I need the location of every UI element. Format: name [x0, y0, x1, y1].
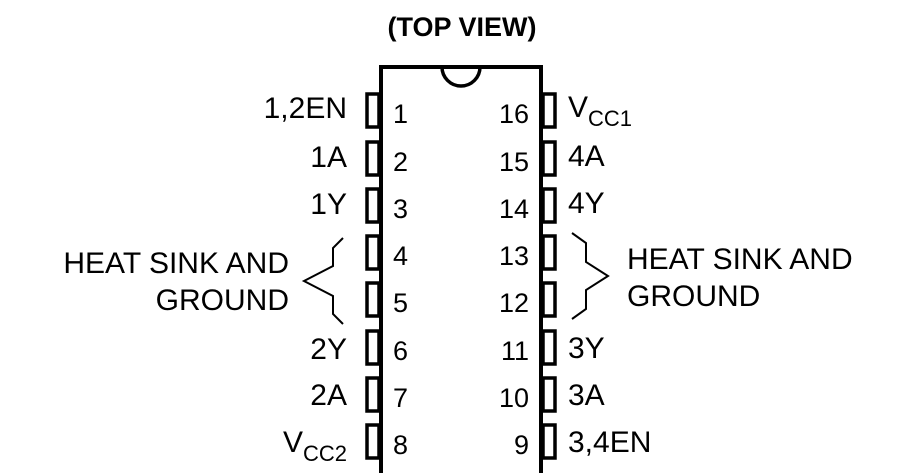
pin-number: 14 [499, 194, 529, 224]
left-pin-1: 1 1,2EN [264, 92, 408, 129]
pin-name: 1,2EN [264, 92, 347, 125]
chip-body [379, 65, 543, 473]
view-title: (TOP VIEW) [387, 12, 536, 42]
group-label-line2: GROUND [627, 280, 760, 313]
left-pin-3: 3 1Y [310, 187, 408, 224]
orientation-notch [440, 66, 482, 88]
right-brace [571, 232, 610, 320]
pin-number: 1 [393, 99, 408, 129]
pin-name: 4A [568, 140, 605, 173]
group-label-line1: HEAT SINK AND [627, 243, 853, 276]
pin-number: 11 [501, 336, 529, 366]
right-pin-14: 14 4Y [499, 187, 605, 224]
right-pin-11: 11 3Y [501, 329, 605, 366]
pin-name: 1Y [310, 188, 347, 221]
right-pin-10: 10 3A [499, 376, 605, 413]
pin-number: 12 [499, 288, 529, 318]
right-pin-12: 12 [499, 281, 557, 318]
right-pin-16: 16 VCC1 [499, 91, 632, 131]
group-label-line2: GROUND [156, 284, 289, 317]
left-pin-7: 7 2A [310, 376, 408, 413]
pin-name: 2Y [310, 333, 347, 366]
pin-name: 2A [310, 379, 347, 412]
pin-number: 3 [393, 194, 408, 224]
pin-name: 3A [568, 379, 605, 412]
right-pin-15: 15 4A [499, 140, 605, 177]
pin-number: 8 [393, 430, 408, 460]
right-pin-13: 13 [499, 234, 557, 271]
left-pin-8: 8 VCC2 [283, 423, 408, 466]
pin-number: 6 [393, 336, 408, 366]
pin-number: 13 [499, 241, 529, 271]
left-heat-sink-group: HEAT SINK AND GROUND [63, 237, 344, 325]
right-heat-sink-group: HEAT SINK AND GROUND [571, 232, 853, 320]
left-pin-5: 5 [365, 281, 408, 318]
pin-number: 9 [514, 430, 529, 460]
pin-number: 7 [393, 383, 408, 413]
pin-name-vcc2: VCC2 [283, 426, 347, 466]
left-pin-4: 4 [365, 234, 408, 271]
pin-name-vcc1: VCC1 [568, 91, 632, 131]
pin-name: 1A [310, 141, 347, 174]
pin-number: 15 [499, 147, 529, 177]
right-pin-9: 9 3,4EN [514, 423, 651, 460]
pin-name: 3,4EN [568, 426, 651, 459]
group-label-line1: HEAT SINK AND [63, 247, 289, 280]
pin-number: 2 [393, 147, 408, 177]
pin-number: 16 [499, 99, 529, 129]
left-pin-2: 2 1A [310, 140, 408, 177]
left-brace [301, 237, 344, 325]
pin-name: 3Y [568, 332, 605, 365]
pin-number: 4 [393, 241, 408, 271]
left-pin-6: 6 2Y [310, 329, 408, 366]
pin-name: 4Y [568, 187, 605, 220]
pin-number: 5 [393, 288, 408, 318]
pin-number: 10 [499, 383, 529, 413]
